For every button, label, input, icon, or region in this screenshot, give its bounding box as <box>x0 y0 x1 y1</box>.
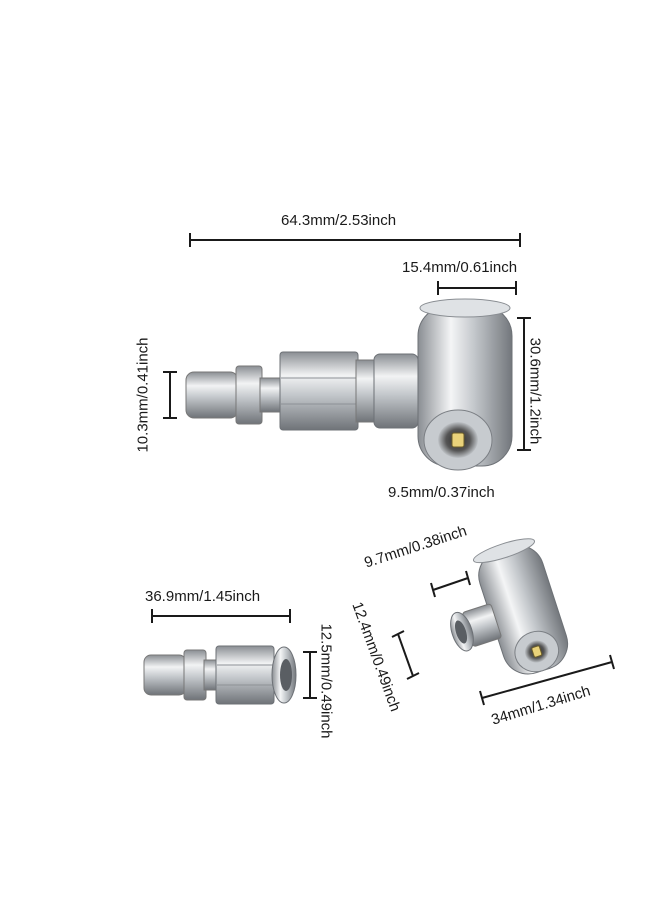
label-chuck-opening: 9.5mm/0.37inch <box>388 484 495 501</box>
label-coupler-length: 36.9mm/1.45inch <box>145 588 261 605</box>
elbow-dimension-lines <box>391 570 615 706</box>
coupler-collar <box>183 649 207 701</box>
main-dimension-lines <box>163 233 531 451</box>
label-chuck-width: 15.4mm/0.61inch <box>402 259 518 276</box>
label-total-length: 64.3mm/2.53inch <box>281 212 397 229</box>
coupler-plug-tip <box>143 654 187 696</box>
straight-coupler <box>143 645 297 705</box>
label-coupler-thread: 12.5mm/0.49inch <box>317 623 335 739</box>
plug-collar <box>235 365 263 425</box>
valve-pin <box>451 432 465 448</box>
main-chuck-assembly <box>185 298 513 471</box>
coupler-hex <box>215 645 275 705</box>
swivel-nut <box>373 353 419 429</box>
elbow-chuck <box>450 538 569 675</box>
threaded-joint <box>355 359 377 423</box>
label-chuck-height: 30.6mm/1.2inch <box>526 337 544 445</box>
dim-line-elbow-length <box>481 661 613 699</box>
plug-neck <box>259 377 283 413</box>
coupler-dimension-lines <box>151 609 317 699</box>
dim-line-elbow-thread-diameter <box>397 633 414 677</box>
hex-nut <box>279 351 359 431</box>
plug-tip <box>185 371 239 419</box>
label-plug-diameter: 10.3mm/0.41inch <box>134 337 152 453</box>
dim-line-elbow-thread-length <box>432 577 469 591</box>
